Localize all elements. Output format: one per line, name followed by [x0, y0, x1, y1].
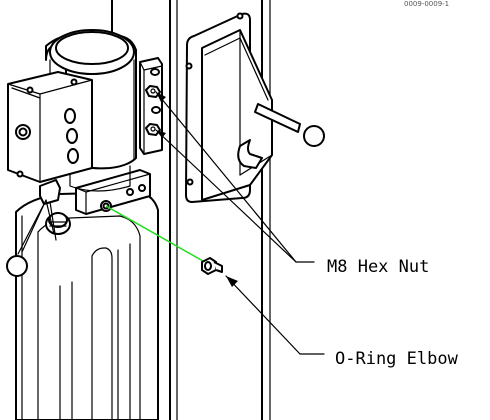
hex-nut-lower — [145, 123, 161, 136]
corner-note: 0009-0009-1 — [404, 0, 449, 8]
washer-lower — [151, 106, 161, 114]
cover-plate — [185, 12, 325, 203]
hex-nut-label: M8 Hex Nut — [327, 257, 429, 277]
junction-box — [7, 71, 93, 183]
hose-path-line — [105, 205, 211, 266]
hex-nut-leader — [155, 91, 315, 263]
hex-nut-upper — [145, 85, 161, 98]
o-ring-elbow-label: O-Ring Elbow — [335, 349, 459, 369]
o-ring-elbow-leader — [225, 275, 325, 355]
release-lever — [6, 179, 61, 277]
pump-manifold — [75, 169, 151, 215]
o-ring-elbow-fitting — [201, 257, 223, 275]
washer-upper — [150, 68, 160, 76]
reservoir-tank — [15, 191, 159, 420]
